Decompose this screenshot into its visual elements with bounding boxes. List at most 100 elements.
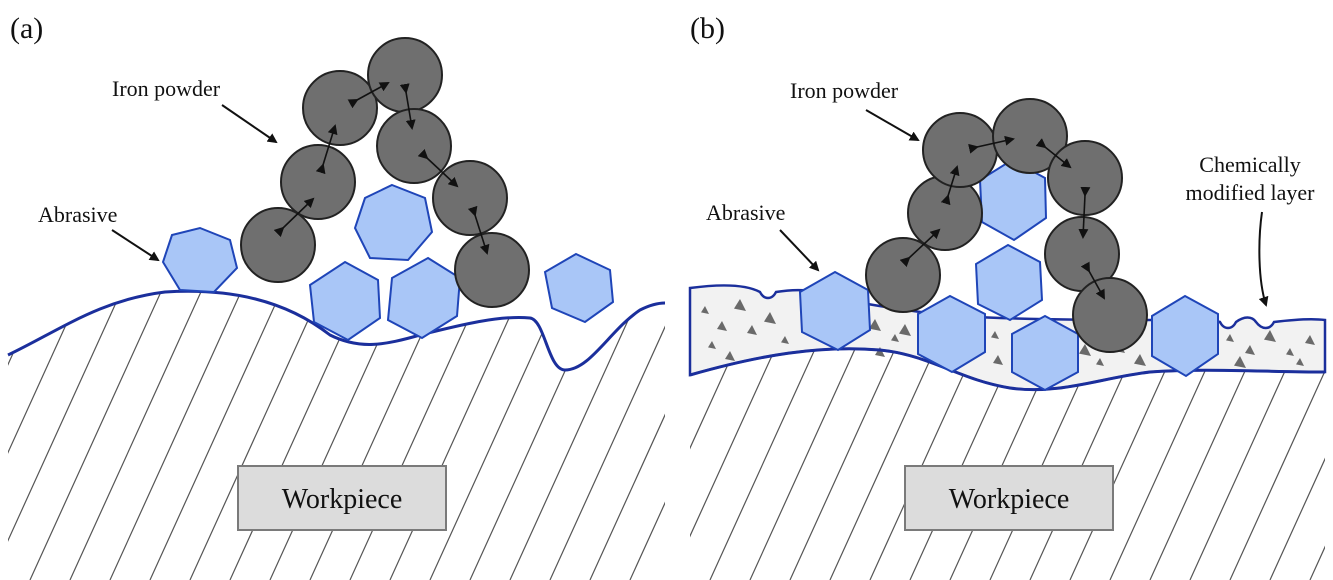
abrasive-particle bbox=[1151, 294, 1219, 378]
debris-fragment bbox=[891, 334, 899, 342]
iron-powder-label-a: Iron powder bbox=[112, 76, 221, 101]
debris-fragment bbox=[734, 299, 746, 311]
iron-powder-particle bbox=[432, 160, 508, 236]
chain-arrow bbox=[1078, 186, 1091, 239]
chain-arrow bbox=[399, 83, 416, 130]
abrasive-particle bbox=[386, 256, 462, 340]
abrasive-particle bbox=[353, 183, 434, 262]
hatch-line bbox=[8, 291, 21, 580]
hatch-line bbox=[1189, 348, 1325, 580]
abrasive-particles-a bbox=[161, 183, 615, 342]
hatch-line bbox=[690, 348, 821, 580]
abrasive-pointer-a bbox=[111, 229, 160, 262]
abrasive-particle bbox=[161, 226, 239, 294]
hatch-line bbox=[1269, 348, 1325, 580]
debris-fragment bbox=[1096, 358, 1104, 366]
iron-powder-particle bbox=[922, 112, 998, 188]
debris-fragment bbox=[701, 306, 709, 314]
debris-fragment bbox=[1134, 354, 1146, 366]
hatch-line bbox=[709, 348, 861, 580]
hatch-line bbox=[1109, 348, 1261, 580]
panel-a-label: (a) bbox=[10, 12, 43, 45]
chain-arrow bbox=[273, 197, 315, 238]
modified-layer-label-line1: Chemically bbox=[1199, 152, 1300, 177]
iron-powder-particle bbox=[376, 108, 452, 184]
workpiece-label-b: Workpiece bbox=[949, 484, 1070, 515]
chain-arrow bbox=[315, 124, 338, 175]
abrasive-label-a: Abrasive bbox=[38, 202, 117, 227]
iron-powder-particle bbox=[302, 70, 378, 146]
hatch-line bbox=[29, 291, 181, 580]
debris-fragment bbox=[869, 319, 881, 331]
hatch-line bbox=[629, 291, 665, 580]
chain-arrow bbox=[467, 205, 490, 255]
debris-fragment bbox=[875, 347, 885, 357]
iron-powder-chain-a bbox=[240, 37, 530, 308]
iron-powder-particle bbox=[907, 175, 983, 251]
hatch-line bbox=[1229, 348, 1325, 580]
debris-fragment bbox=[991, 331, 999, 339]
hatch-line bbox=[1149, 348, 1301, 580]
panel-a: (a) Ir bbox=[7, 12, 666, 580]
hatch-line bbox=[690, 348, 781, 580]
hatch-line bbox=[589, 291, 665, 580]
hatch-line bbox=[109, 291, 261, 580]
hatch-line bbox=[869, 348, 1021, 580]
hatch-line bbox=[8, 291, 61, 580]
abrasive-particle bbox=[543, 252, 615, 324]
iron-powder-pointer-a bbox=[221, 104, 278, 144]
debris-fragment bbox=[1245, 345, 1255, 355]
hatch-line bbox=[69, 291, 221, 580]
debris-fragment bbox=[1226, 334, 1234, 342]
iron-powder-label-b: Iron powder bbox=[790, 78, 899, 103]
chain-arrow bbox=[417, 148, 459, 188]
iron-powder-particle bbox=[1072, 277, 1148, 353]
debris-fragment bbox=[1264, 330, 1276, 342]
hatch-line bbox=[829, 348, 981, 580]
debris-fragment bbox=[1286, 348, 1294, 356]
panel-b-label: (b) bbox=[690, 12, 725, 45]
modified-layer-pointer bbox=[1258, 211, 1269, 307]
hatch-line bbox=[8, 291, 101, 580]
chain-arrow bbox=[968, 135, 1015, 154]
debris-fragment bbox=[747, 325, 757, 335]
debris-fragment bbox=[708, 341, 716, 349]
debris-fragment bbox=[781, 336, 789, 344]
surface-line-b bbox=[689, 347, 1326, 392]
modified-layer-label-line2: modified layer bbox=[1186, 180, 1316, 205]
iron-powder-particle bbox=[367, 37, 443, 113]
debris-fragment bbox=[764, 312, 776, 324]
chain-arrow bbox=[347, 82, 390, 109]
magnetic-chain-arrows-a bbox=[273, 82, 490, 255]
debris-fragment bbox=[1305, 335, 1315, 345]
iron-powder-pointer-b bbox=[865, 109, 920, 141]
workpiece-box-b bbox=[904, 465, 1114, 531]
workpiece-box-a bbox=[237, 465, 447, 531]
hatch-line bbox=[549, 291, 665, 580]
debris-fragment bbox=[725, 351, 735, 361]
chain-arrow bbox=[940, 165, 960, 206]
iron-powder-particle bbox=[865, 237, 941, 313]
debris-fragment bbox=[1079, 344, 1091, 356]
iron-powder-particle bbox=[280, 144, 356, 220]
panel-b: (b) bbox=[688, 12, 1327, 580]
abrasive-pointer-b bbox=[779, 229, 820, 272]
abrasive-particles-b bbox=[798, 158, 1219, 392]
abrasive-particle bbox=[798, 270, 872, 352]
debris-fragment bbox=[899, 324, 911, 336]
debris-fragment bbox=[993, 355, 1003, 365]
abrasive-particle bbox=[308, 260, 382, 342]
debris-fragment bbox=[1234, 356, 1246, 368]
abrasive-particle bbox=[917, 294, 986, 374]
hatch-line bbox=[749, 348, 901, 580]
debris-fragment bbox=[717, 321, 727, 331]
iron-powder-particle bbox=[454, 232, 530, 308]
iron-powder-particle bbox=[240, 207, 316, 283]
abrasive-particle bbox=[974, 243, 1044, 322]
magnetic-chain-arrows-b bbox=[899, 135, 1105, 300]
hatch-line bbox=[1309, 348, 1325, 580]
hatch-line bbox=[8, 291, 141, 580]
chain-arrow bbox=[1035, 138, 1072, 169]
chain-arrow bbox=[899, 228, 941, 268]
